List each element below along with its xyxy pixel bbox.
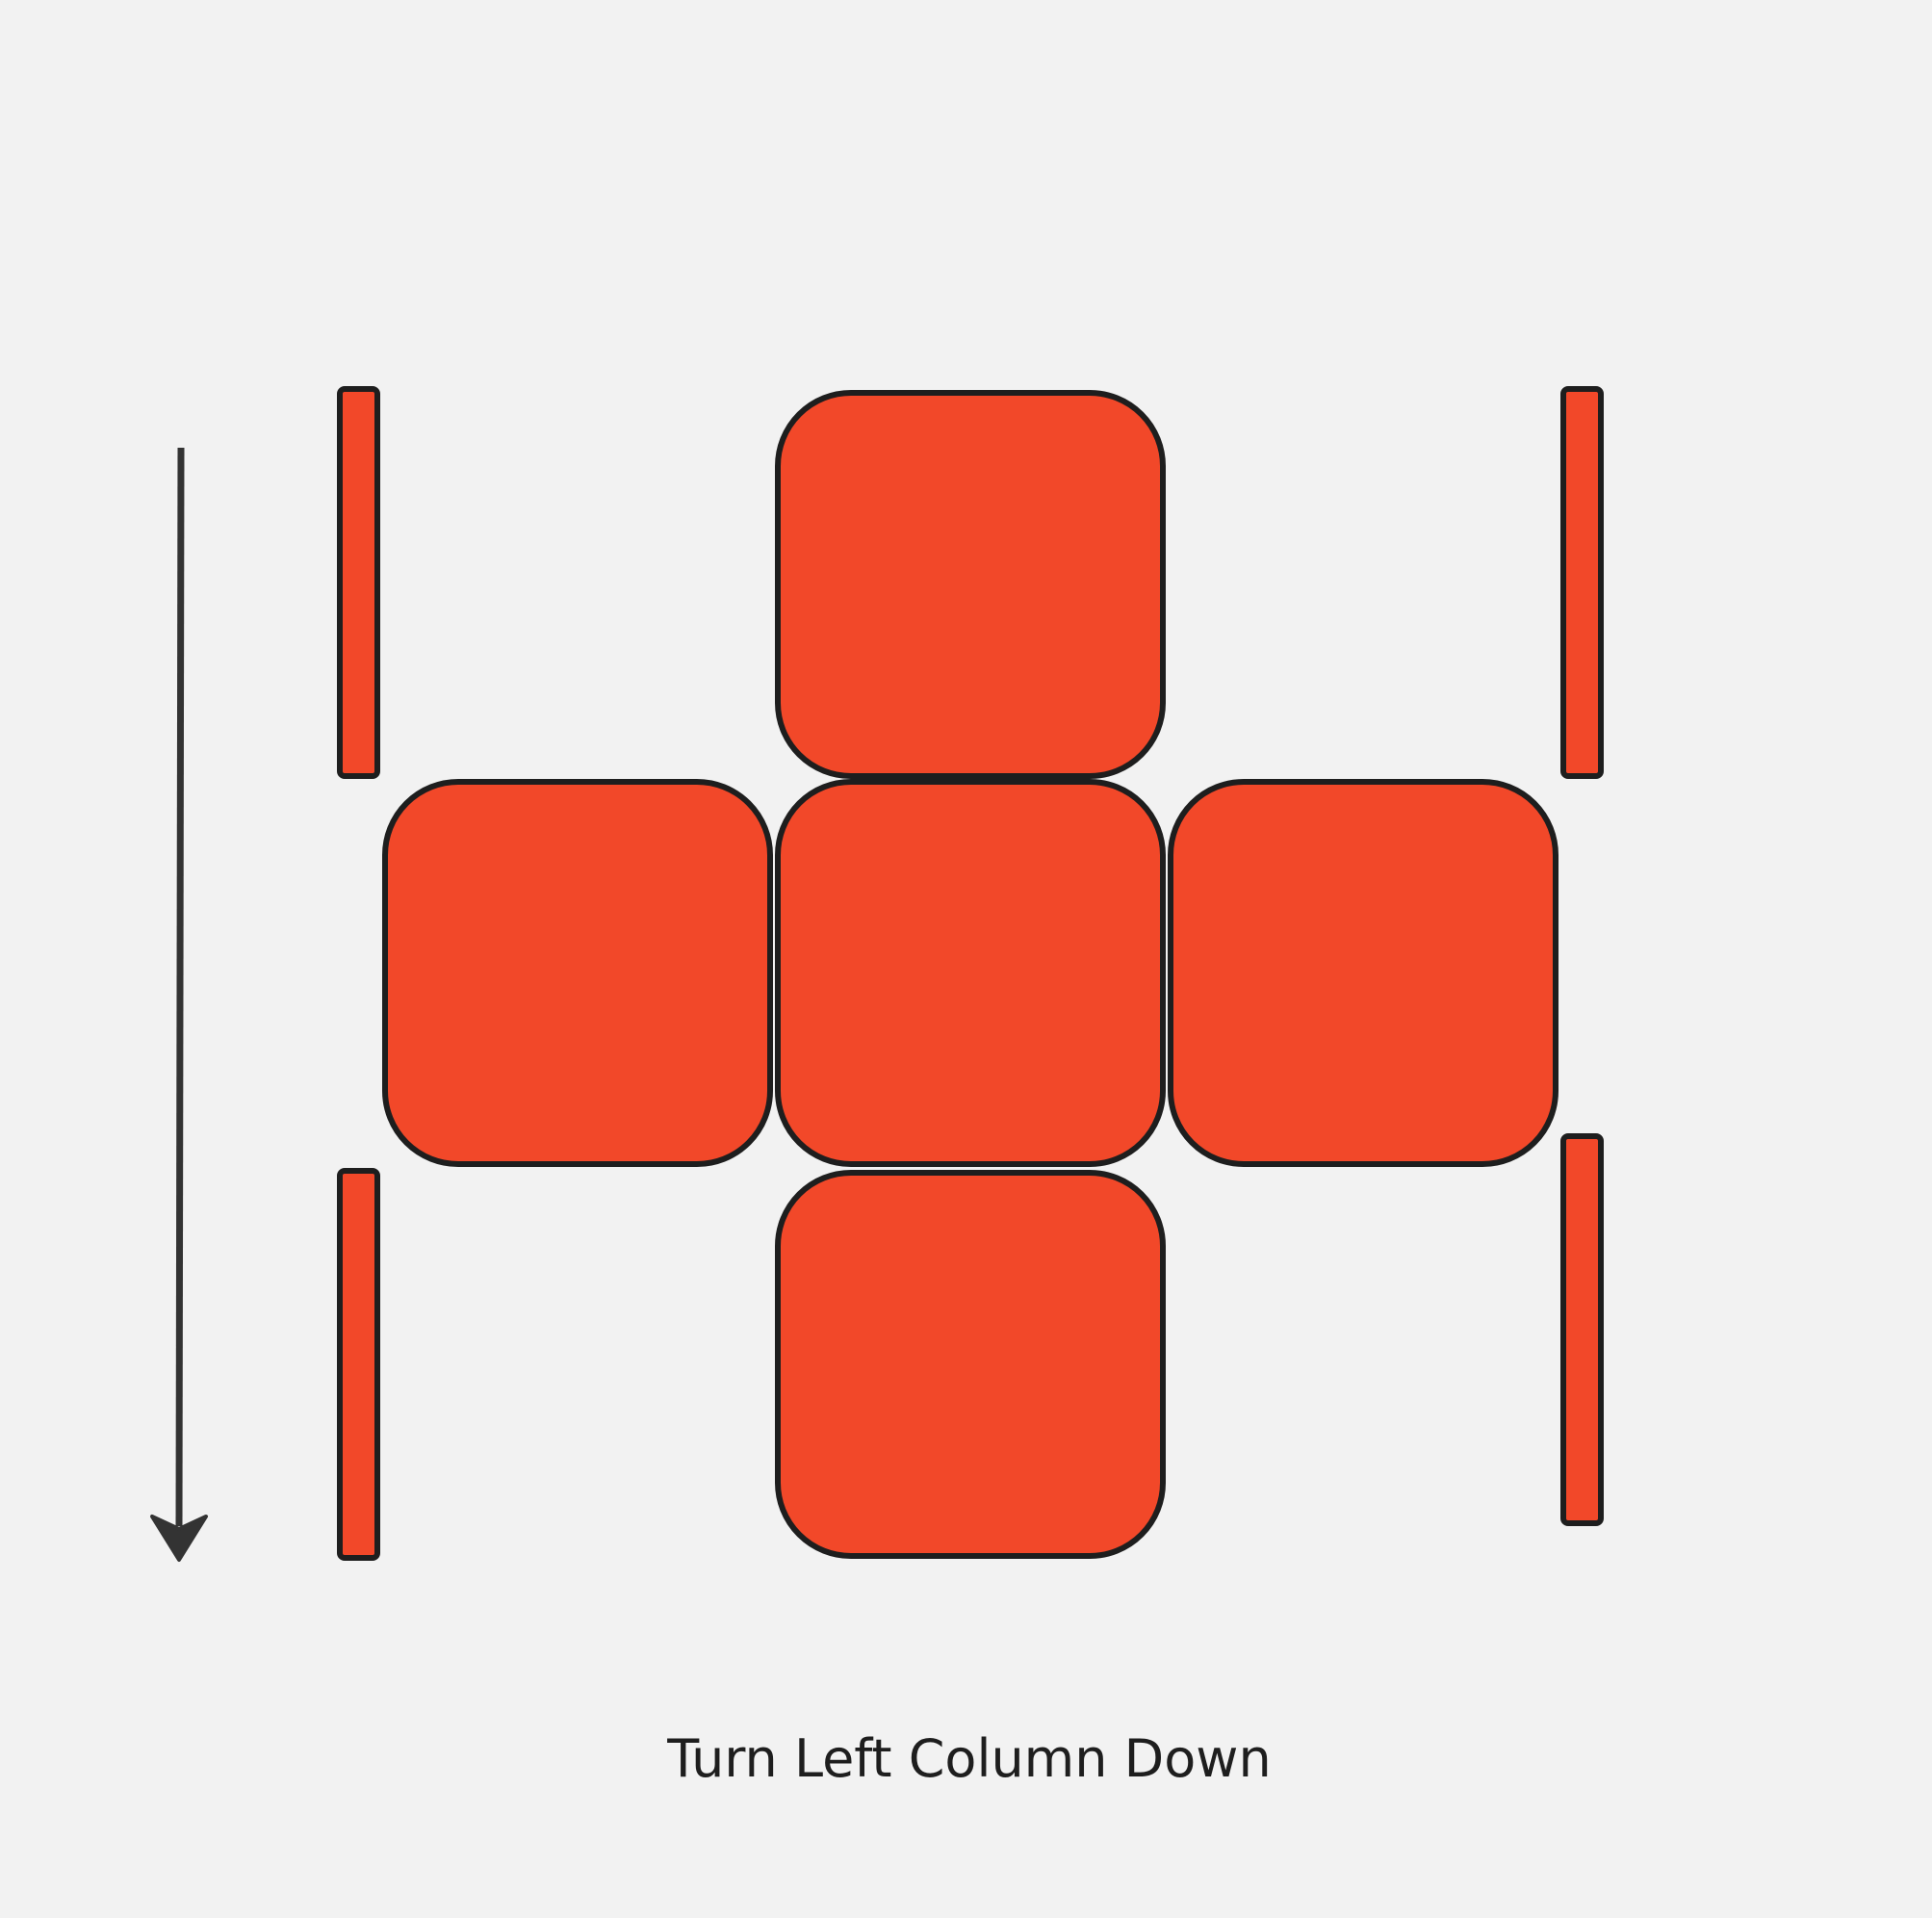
cube-face-left (382, 779, 773, 1167)
cube-face-front (775, 779, 1166, 1167)
cube-face-right (1168, 779, 1558, 1167)
arrow-down-icon (150, 447, 208, 1562)
side-strip-lower-left (337, 1168, 380, 1561)
cube-face-bottom (775, 1170, 1166, 1559)
arrow-shaft (175, 447, 185, 1527)
side-strip-upper-right (1560, 386, 1604, 779)
move-caption: Turn Left Column Down (666, 1728, 1271, 1789)
arrow-head (150, 1515, 208, 1562)
side-strip-lower-right (1560, 1133, 1604, 1526)
side-strip-upper-left (337, 386, 380, 779)
cube-face-top (775, 390, 1166, 779)
